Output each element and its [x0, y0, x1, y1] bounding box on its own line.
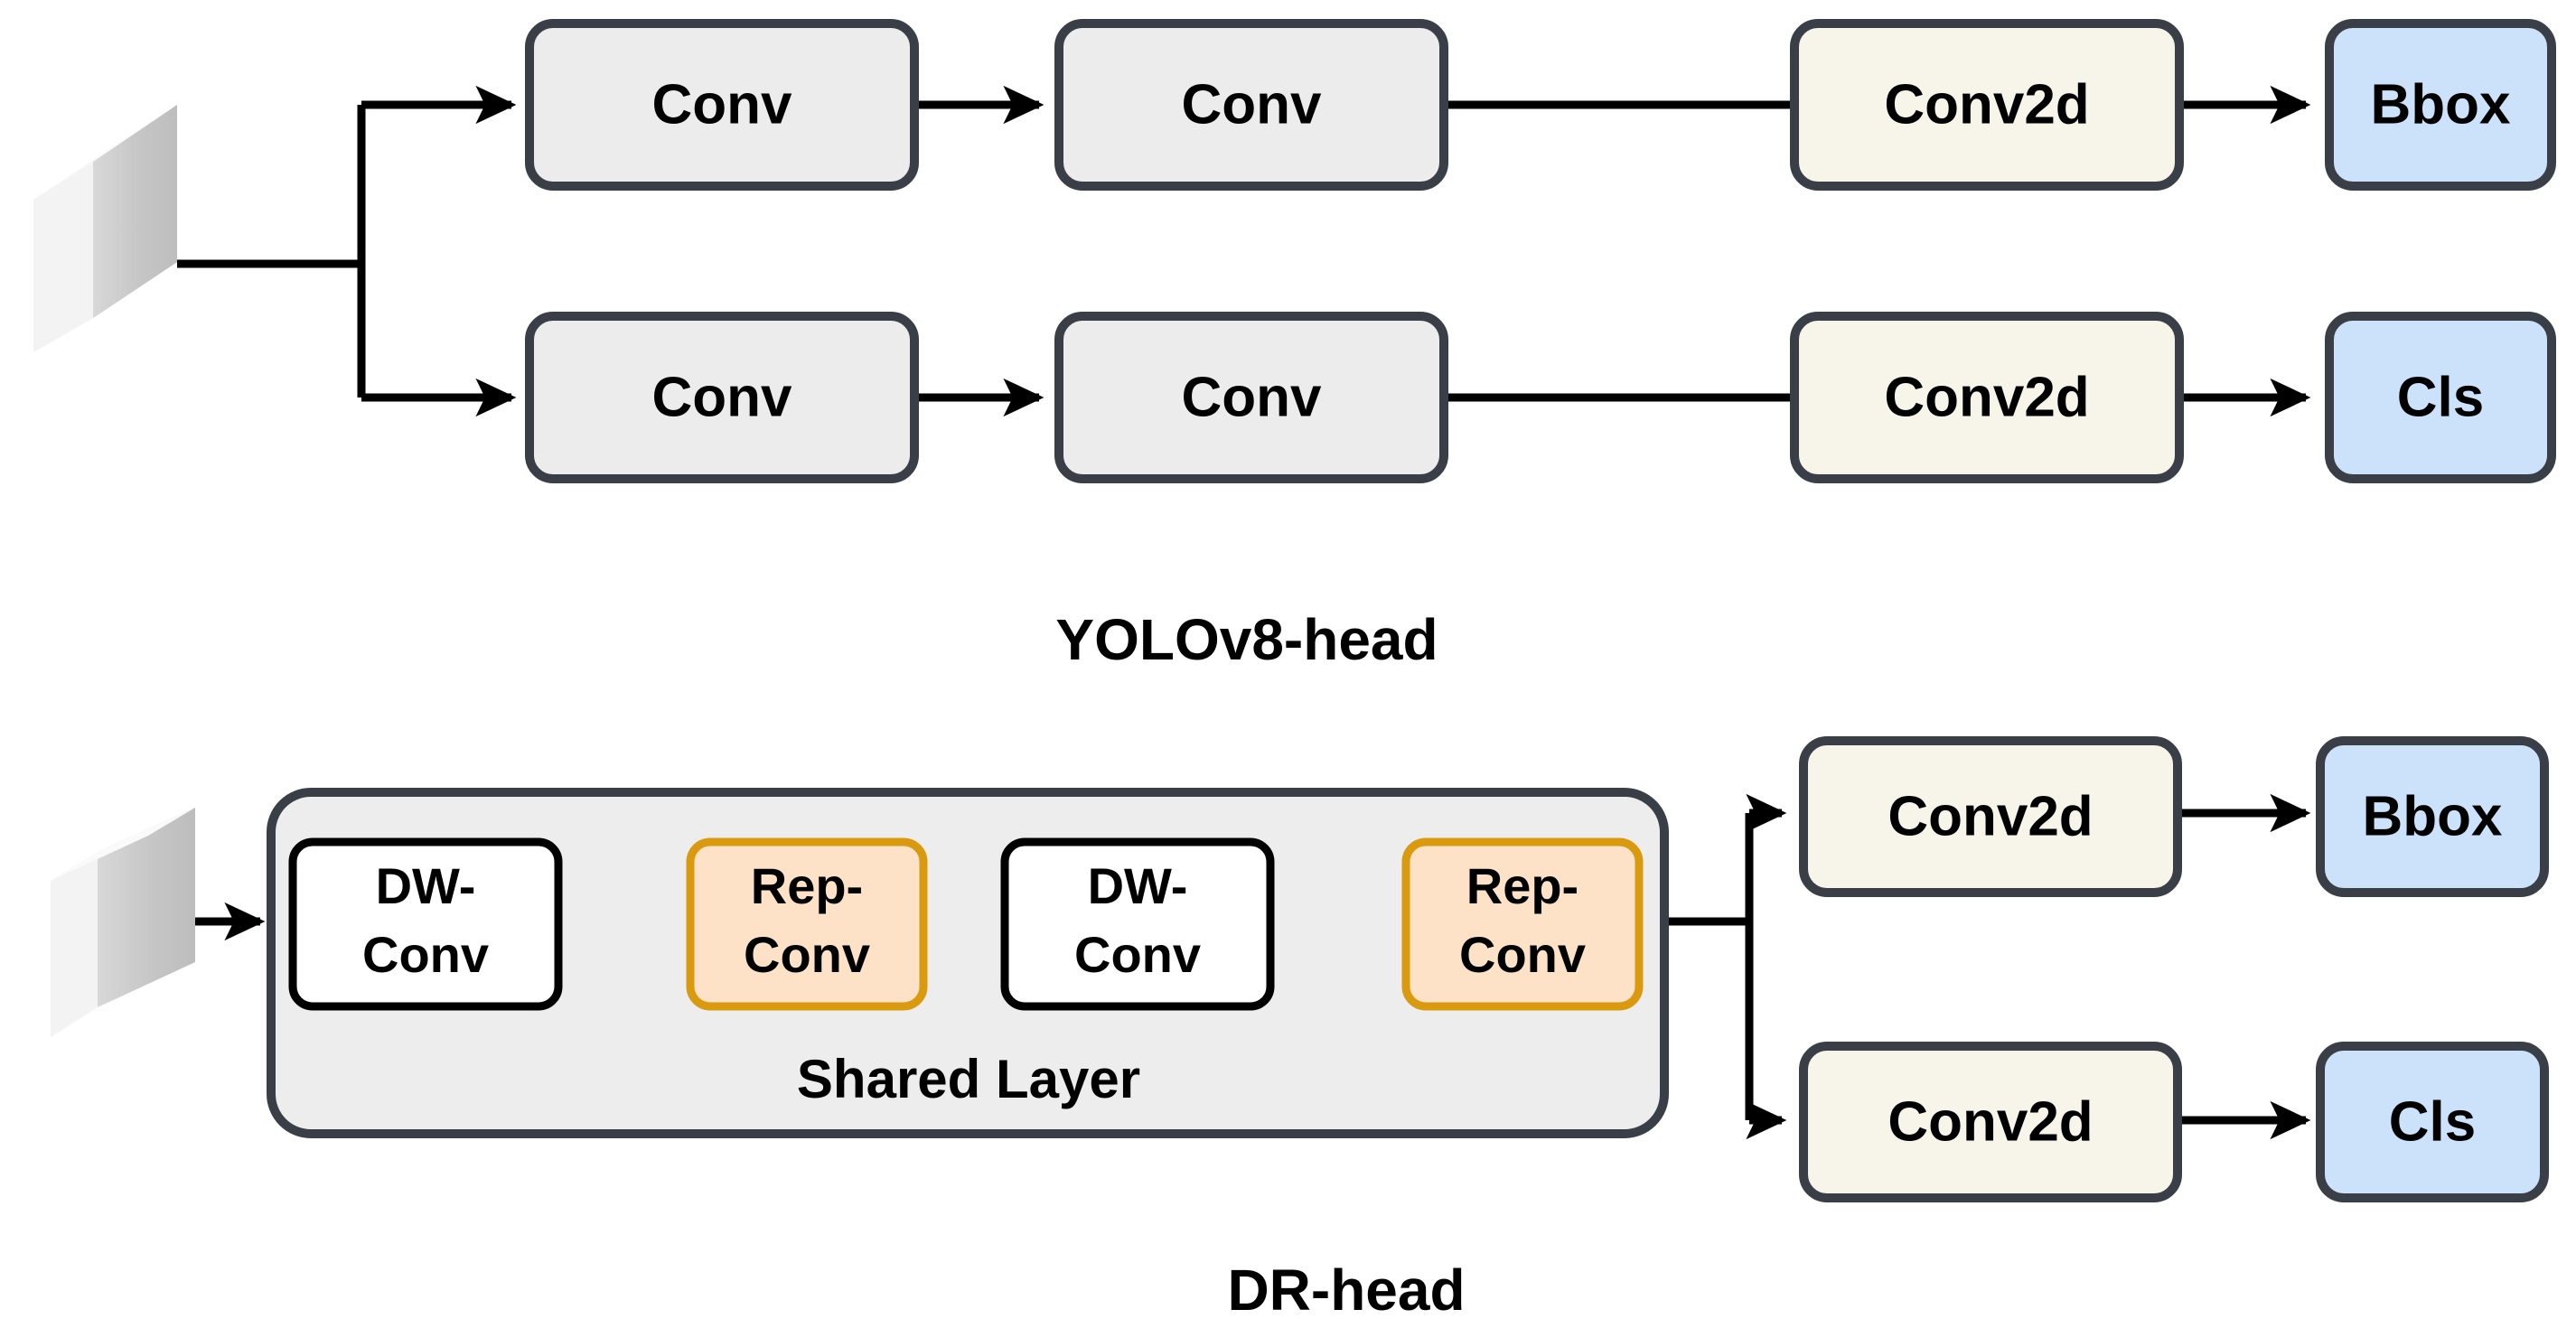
node-label-line2: Conv — [744, 926, 870, 983]
node-label: Bbox — [2363, 785, 2504, 847]
shared-layer-label: Shared Layer — [797, 1049, 1140, 1109]
node-top-cls[interactable]: Cls — [2325, 312, 2556, 483]
node-label: Cls — [2389, 1090, 2476, 1153]
node-label-line2: Conv — [1459, 926, 1586, 983]
node-dw-conv-2[interactable]: DW- Conv — [1000, 837, 1275, 1011]
node-top-conv-1b[interactable]: Conv — [525, 312, 919, 483]
node-top-conv-2b[interactable]: Conv — [1054, 312, 1448, 483]
node-label-line2: Conv — [362, 926, 489, 983]
feature-map-cube-top — [33, 105, 177, 352]
node-label: Conv — [652, 73, 793, 136]
node-label: Conv — [1182, 366, 1323, 428]
node-label-line2: Conv — [1074, 926, 1201, 983]
node-label-line1: DW- — [1088, 857, 1188, 914]
node-label: Cls — [2397, 366, 2484, 428]
node-rep-conv-2[interactable]: Rep- Conv — [1401, 837, 1644, 1011]
node-label: Conv2d — [1888, 1090, 2093, 1153]
node-bot-conv2d-b[interactable]: Conv2d — [1799, 1042, 2182, 1202]
node-top-conv2d-a[interactable]: Conv2d — [1790, 19, 2184, 191]
node-top-conv-2a[interactable]: Conv — [1054, 19, 1448, 191]
node-label: Conv2d — [1888, 785, 2093, 847]
node-dw-conv-1[interactable]: DW- Conv — [288, 837, 563, 1011]
node-top-conv-1a[interactable]: Conv — [525, 19, 919, 191]
node-label: Bbox — [2371, 73, 2512, 136]
node-label: Conv2d — [1884, 73, 2089, 136]
node-bot-cls[interactable]: Cls — [2316, 1042, 2549, 1202]
node-label-line1: Rep- — [1466, 857, 1578, 914]
node-bot-conv2d-a[interactable]: Conv2d — [1799, 736, 2182, 897]
node-bot-bbox[interactable]: Bbox — [2316, 736, 2549, 897]
node-label-line1: DW- — [376, 857, 476, 914]
node-top-conv2d-b[interactable]: Conv2d — [1790, 312, 2184, 483]
shared-layer-container: Shared Layer — [267, 788, 1669, 1138]
feature-map-cube-bottom — [51, 808, 195, 1037]
caption-yolov8-head: YOLOv8-head — [1055, 607, 1438, 672]
node-label: Conv2d — [1884, 366, 2089, 428]
node-label-line1: Rep- — [751, 857, 863, 914]
node-top-bbox[interactable]: Bbox — [2325, 19, 2556, 191]
node-label: Conv — [652, 366, 793, 428]
caption-dr-head: DR-head — [1227, 1258, 1465, 1323]
node-label: Conv — [1182, 73, 1323, 136]
node-rep-conv-1[interactable]: Rep- Conv — [686, 837, 928, 1011]
